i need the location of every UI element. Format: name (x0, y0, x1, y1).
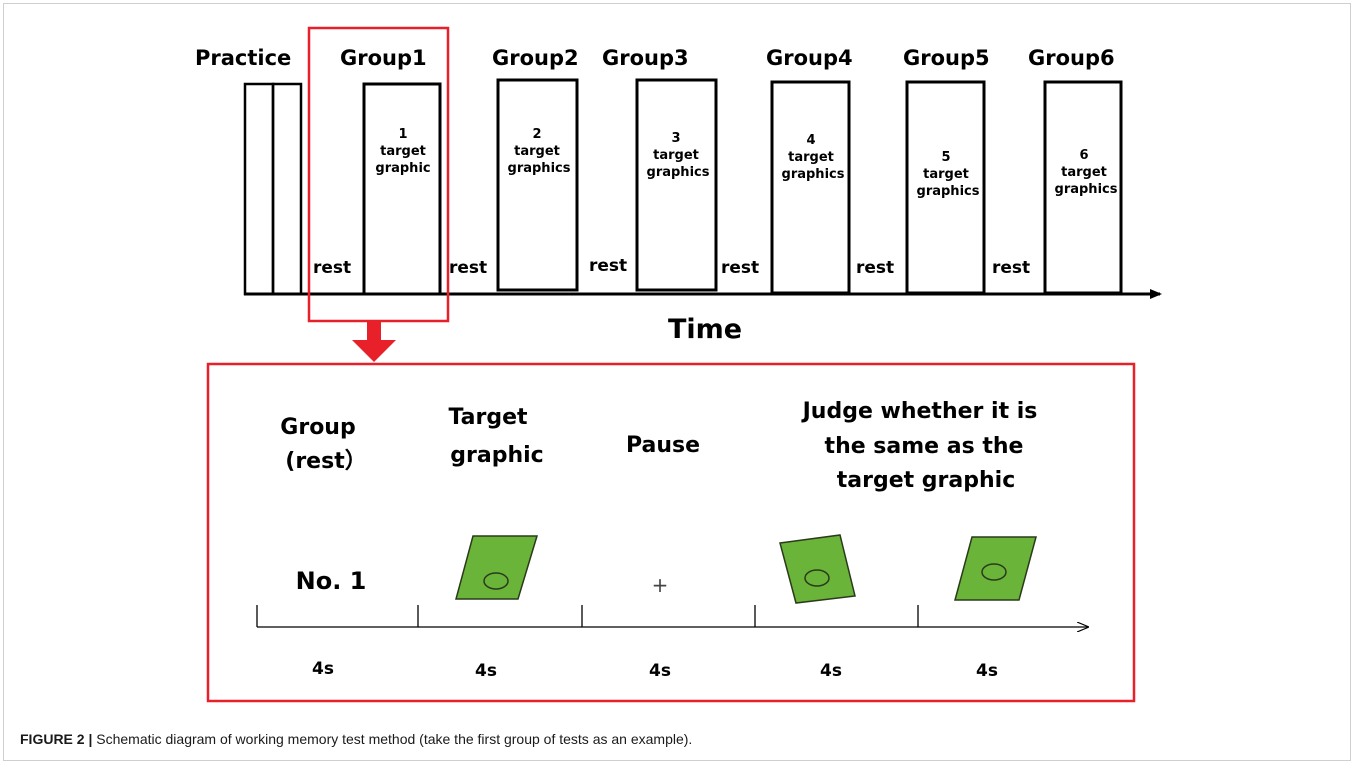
group-title-5: Group5 (903, 46, 990, 70)
duration-label-2: 4s (475, 661, 497, 681)
duration-label-1: 4s (312, 659, 334, 679)
group-title-3: Group3 (602, 46, 689, 70)
group-target-3: target (653, 148, 699, 163)
down-arrow-icon (352, 321, 396, 362)
col-heading-pause: Pause (626, 433, 700, 458)
group-block-4 (770, 80, 851, 295)
practice-blocks (243, 82, 303, 296)
rest-label-1: rest (313, 258, 351, 278)
group-graphic-3: graphics (647, 165, 710, 180)
group-number-2: 2 (532, 127, 541, 142)
col-heading-judge-2: the same as the (825, 434, 1024, 459)
group-graphic-1: graphic (375, 161, 430, 176)
group-number-5: 5 (941, 150, 950, 165)
group-number-4: 4 (806, 133, 815, 148)
group-target-6: target (1061, 165, 1107, 180)
col-heading-judge-1: Judge whether it is (801, 399, 1038, 424)
group-block-2 (496, 78, 579, 292)
group-title-4: Group4 (766, 46, 853, 70)
group-graphic-4: graphics (782, 167, 845, 182)
rest-label-4: rest (721, 258, 759, 278)
group-target-4: target (788, 150, 834, 165)
col-heading-judge-3: target graphic (837, 468, 1016, 493)
probe-graphic-icon-1 (779, 534, 856, 604)
fixation-cross: + (652, 573, 669, 597)
duration-label-3: 4s (649, 661, 671, 681)
group-number-3: 3 (671, 131, 680, 146)
group-blocks (362, 78, 1123, 296)
col-heading-target: Target (448, 405, 528, 430)
rest-label-3: rest (589, 256, 627, 276)
group-number-1: 1 (398, 127, 407, 142)
col-heading-graphic: graphic (450, 443, 543, 468)
group-graphic-6: graphics (1055, 182, 1118, 197)
target-graphic-icon (455, 535, 539, 600)
col-heading-group: Group (280, 415, 355, 440)
figure-caption: FIGURE 2 | Schematic diagram of working … (20, 731, 692, 747)
group-graphic-5: graphics (917, 184, 980, 199)
group-block-3 (635, 78, 718, 292)
duration-label-5: 4s (976, 661, 998, 681)
group-title-1: Group1 (340, 46, 427, 70)
group-target-1: target (380, 144, 426, 159)
caption-label: FIGURE 2 | (20, 731, 93, 747)
rest-label-2: rest (449, 258, 487, 278)
figure-frame (3, 3, 1351, 761)
group-title-6: Group6 (1028, 46, 1115, 70)
rest-label-6: rest (992, 258, 1030, 278)
practice-label: Practice (195, 46, 291, 70)
group-target-2: target (514, 144, 560, 159)
probe-graphic-icon-2 (954, 536, 1037, 601)
group-block-1 (362, 82, 442, 296)
group-number-6: 6 (1079, 148, 1088, 163)
caption-text: Schematic diagram of working memory test… (92, 731, 693, 747)
detail-panel (206, 362, 1136, 703)
time-axis-label: Time (668, 314, 742, 345)
duration-label-4: 4s (820, 661, 842, 681)
group-target-5: target (923, 167, 969, 182)
group-title-2: Group2 (492, 46, 579, 70)
col-heading-rest: (rest） (285, 449, 366, 474)
item-number: No. 1 (296, 567, 367, 595)
rest-label-5: rest (856, 258, 894, 278)
group-graphic-2: graphics (508, 161, 571, 176)
detail-ticks (256, 605, 919, 627)
